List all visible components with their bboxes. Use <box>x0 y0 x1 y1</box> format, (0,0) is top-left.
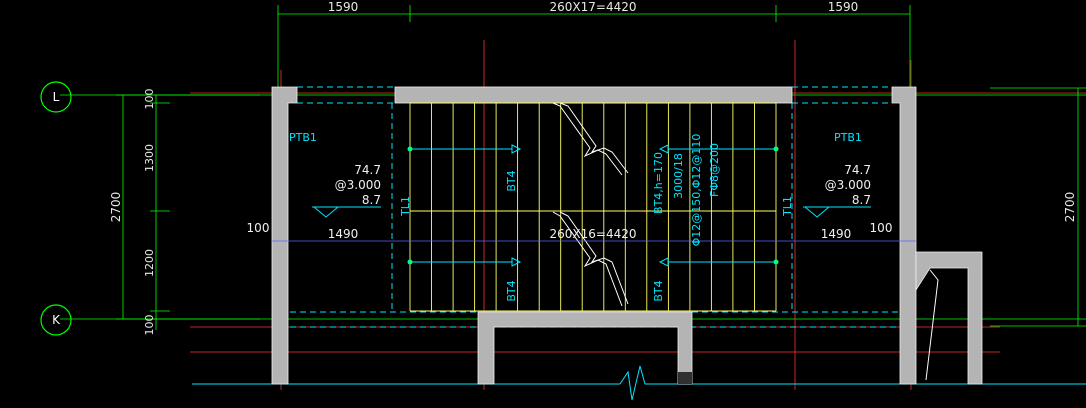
dim-mid-middle: 260X16=4420 <box>550 227 637 241</box>
flight-upper-left-label: BT4 <box>505 170 518 191</box>
flight-spec-rebar-dist: FΦ8@200 <box>708 143 721 197</box>
right-landing-label: PTB1 <box>834 131 862 144</box>
dim-left-top-100: 100 <box>143 89 156 110</box>
dashed-outlines <box>290 86 905 328</box>
dim-left-bottom-100: 100 <box>143 315 156 336</box>
dim-mid-right-1490: 1490 <box>821 227 852 241</box>
flight-spec-riser: 3000/18 <box>672 153 685 199</box>
svg-text:K: K <box>52 313 61 327</box>
flight-upper-right-label: BT4,h=170 <box>652 152 665 214</box>
stair-treads <box>409 102 777 312</box>
svg-text:L: L <box>53 90 60 104</box>
dim-right-total: 2700 <box>1063 192 1077 223</box>
right-landing-elevation: @3.000 <box>825 178 871 192</box>
right-landing-thickness: 74.7 <box>844 163 871 177</box>
right-level-marker-icon <box>803 206 871 218</box>
dim-mid-left-100: 100 <box>247 221 270 235</box>
axis-bubble-L: L <box>40 81 72 113</box>
axis-bubble-K: K <box>40 304 72 336</box>
arrow-end-dots <box>407 146 779 265</box>
door-swing <box>925 269 939 381</box>
right-dimension-chain <box>990 87 1086 327</box>
dim-mid-right-100: 100 <box>870 221 893 235</box>
left-level-marker-icon <box>312 206 381 218</box>
left-landing-elevation: @3.000 <box>335 178 381 192</box>
right-landing-level: 8.7 <box>852 193 871 207</box>
dim-left-1300: 1300 <box>143 144 156 172</box>
dim-left-total: 2700 <box>109 192 123 223</box>
top-dimension-chain <box>277 5 911 88</box>
flight-lower-left-label: BT4 <box>505 280 518 301</box>
left-landing-thickness: 74.7 <box>354 163 381 177</box>
flight-spec-rebar-main: Φ12@150,Φ12@110 <box>690 134 703 247</box>
left-landing-label: PTB1 <box>289 131 317 144</box>
dim-mid-left-1490: 1490 <box>328 227 359 241</box>
right-beam-label: TL1 <box>781 196 794 217</box>
dim-top-left: 1590 <box>328 0 359 14</box>
left-beam-label: TL1 <box>399 196 412 217</box>
dim-top-right: 1590 <box>828 0 859 14</box>
flight-lower-right-label: BT4 <box>652 280 665 301</box>
wall-dark-block <box>678 372 692 384</box>
baseline <box>192 365 1086 401</box>
left-dimension-chains <box>116 94 260 330</box>
stair-break-lines <box>552 102 629 307</box>
walls <box>271 86 983 385</box>
left-landing-level: 8.7 <box>362 193 381 207</box>
dim-top-middle: 260X17=4420 <box>550 0 637 14</box>
direction-arrows <box>410 144 776 267</box>
dim-left-1200: 1200 <box>143 249 156 277</box>
